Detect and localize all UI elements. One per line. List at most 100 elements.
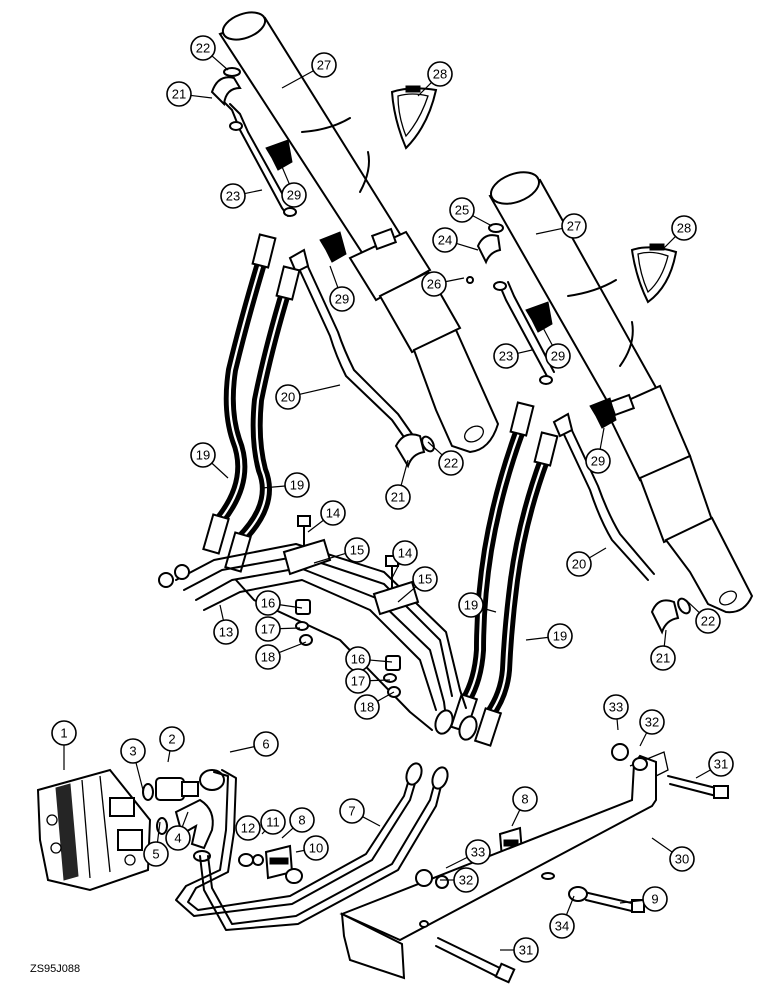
callout-14: 14: [391, 540, 418, 579]
callout-bubble: [51, 720, 77, 746]
callout-22: 22: [427, 441, 464, 476]
callout-number: 25: [455, 203, 469, 218]
callout-leader: [369, 679, 391, 682]
callout-bubble: [385, 484, 411, 510]
callout-bubble: [669, 846, 695, 872]
callout-bubble: [512, 786, 538, 812]
callout-4: 4: [165, 811, 191, 851]
callout-31: 31: [500, 937, 539, 963]
callout-number: 34: [555, 919, 569, 934]
callout-leader: [279, 604, 303, 609]
callout-bubble: [639, 709, 665, 735]
callout-21: 21: [650, 629, 676, 671]
callout-number: 29: [551, 349, 565, 364]
callout-bubble: [166, 81, 192, 107]
callout-bubble: [695, 608, 721, 634]
callout-29: 29: [585, 427, 611, 474]
callout-number: 19: [464, 598, 478, 613]
callout-bubble: [320, 500, 346, 526]
callout-leader: [482, 607, 497, 613]
callout-bubble: [159, 726, 185, 752]
callout-19: 19: [525, 623, 573, 649]
callout-26: 26: [421, 271, 465, 297]
callout-23: 23: [493, 343, 533, 369]
callout-2: 2: [159, 726, 185, 763]
callout-21: 21: [166, 81, 213, 107]
callout-5: 5: [143, 821, 169, 867]
callout-number: 27: [317, 58, 331, 73]
callout-number: 30: [675, 852, 689, 867]
line-clamp-hardware: [238, 826, 524, 884]
callout-10: 10: [295, 835, 329, 861]
callout-leader: [362, 816, 381, 827]
callout-leader: [313, 552, 346, 564]
callout-leader: [295, 849, 305, 853]
callout-number: 18: [360, 700, 374, 715]
callout-leader: [219, 604, 224, 621]
callout-30: 30: [651, 837, 695, 872]
callout-bubble: [545, 343, 571, 369]
right-hoses: [449, 401, 559, 747]
callout-leader: [397, 586, 417, 603]
callout-number: 4: [174, 831, 181, 846]
callout-leader: [565, 895, 575, 916]
mounting-bracket: [339, 743, 729, 984]
control-valve: [36, 768, 152, 892]
pipe-clamp-lower: [630, 243, 678, 304]
callout-leader: [619, 899, 644, 904]
callout-bubble: [650, 645, 676, 671]
right-steel-line-upper: [466, 223, 555, 385]
callout-bubble: [421, 271, 447, 297]
callout-leader: [651, 837, 673, 853]
callout-number: 28: [677, 221, 691, 236]
callout-bubble: [143, 841, 169, 867]
callout-19: 19: [190, 442, 229, 479]
callout-number: 20: [281, 390, 295, 405]
callout-15: 15: [313, 537, 370, 564]
callout-leader: [589, 547, 607, 559]
callout-32: 32: [639, 709, 665, 747]
callout-leader: [517, 349, 533, 354]
callout-leader: [663, 629, 667, 647]
callout-leader: [377, 691, 395, 702]
callout-6: 6: [229, 731, 279, 757]
callout-16: 16: [255, 590, 303, 616]
callout-number: 33: [609, 700, 623, 715]
callout-15: 15: [397, 566, 438, 603]
callout-bubble: [432, 227, 458, 253]
callout-leader: [279, 627, 301, 630]
callout-bubble: [213, 619, 239, 645]
callout-leader: [244, 189, 263, 195]
callout-1: 1: [51, 720, 77, 770]
callout-leader: [539, 321, 553, 346]
callout-number: 16: [261, 596, 275, 611]
callout-leader: [299, 384, 341, 395]
callout-27: 27: [281, 52, 337, 89]
callout-number: 6: [262, 737, 269, 752]
callout-29: 29: [279, 161, 307, 208]
callout-bubble: [289, 807, 315, 833]
callout-bubble: [344, 537, 370, 563]
left-steel-line-20: [288, 248, 435, 469]
callout-bubble: [284, 472, 310, 498]
callout-32: 32: [440, 867, 479, 893]
callout-22: 22: [685, 599, 721, 634]
callout-bubble: [255, 590, 281, 616]
callout-9: 9: [619, 886, 668, 912]
callout-number: 24: [438, 233, 452, 248]
callout-number: 14: [398, 546, 412, 561]
callout-number: 8: [521, 792, 528, 807]
callout-bubble: [427, 61, 453, 87]
callout-bubble: [493, 343, 519, 369]
callout-20: 20: [275, 384, 341, 410]
callout-28: 28: [661, 215, 697, 251]
callout-21: 21: [385, 459, 411, 510]
callout-leader: [511, 809, 521, 827]
callout-bubble: [566, 551, 592, 577]
callout-bubble: [671, 215, 697, 241]
callout-leader: [525, 636, 549, 641]
callout-bubble: [253, 731, 279, 757]
callout-leader: [427, 441, 443, 456]
callout-leader: [639, 732, 648, 747]
